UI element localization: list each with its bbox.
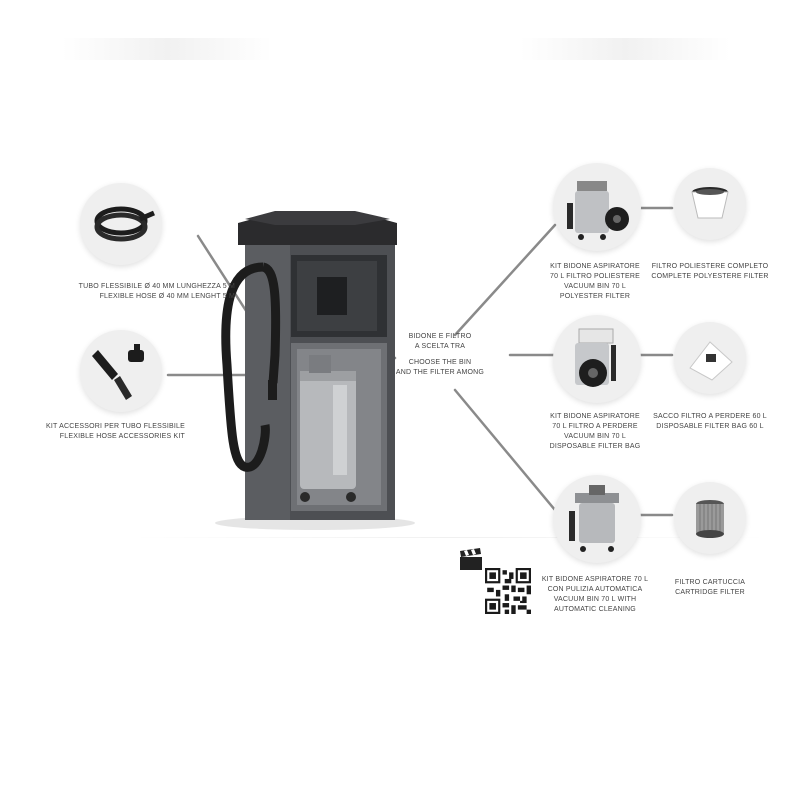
filter-bag-circle	[674, 322, 746, 394]
caption-choice-line2: A SCELTA TRA	[414, 343, 466, 350]
caption-bin-disposable-l4: DISPOSABLE FILTER BAG	[549, 443, 641, 450]
caption-bin-automatic-l4: AUTOMATIC CLEANING	[554, 606, 636, 613]
coiled-hose-icon	[94, 206, 155, 242]
caption-accessories: KIT ACCESSORI PER TUBO FLESSIBILE FLEXIB…	[15, 422, 185, 442]
caption-bin-automatic: KIT BIDONE ASPIRATORE 70 l CON PULIZIA A…	[515, 575, 675, 615]
caption-filter-polyester: FILTRO POLIESTERE COMPLETO COMPLETE POLY…	[645, 262, 775, 282]
hose-circle	[80, 183, 162, 265]
caption-bin-automatic-l1: KIT BIDONE ASPIRATORE 70 l	[541, 576, 649, 583]
caption-bin-polyester: KIT BIDONE ASPIRATORE 70 l FILTRO POLIES…	[525, 262, 665, 302]
caption-bin-polyester-l1: KIT BIDONE ASPIRATORE	[550, 263, 640, 270]
caption-filter-polyester-en: COMPLETE POLYESTERE FILTER	[651, 273, 769, 280]
caption-filter-cartridge: FILTRO CARTUCCIA CARTRIDGE FILTER	[655, 578, 765, 598]
connector-choice-top	[453, 223, 557, 337]
filter-polyester-circle	[674, 168, 746, 240]
caption-bin-disposable-l1: KIT BIDONE ASPIRATORE	[550, 413, 640, 420]
hose-accessories-icon	[92, 344, 144, 400]
caption-filter-polyester-it: FILTRO POLIESTERE COMPLETO	[651, 263, 769, 270]
caption-filter-cartridge-it: FILTRO CARTUCCIA	[674, 579, 746, 586]
caption-bin-polyester-l2: 70 l FILTRO POLIESTERE	[550, 273, 640, 280]
caption-hose-en: FLEXIBLE HOSE Ø 40 mm LENGHT 5 m	[99, 293, 235, 300]
floor-shadow	[130, 537, 770, 538]
caption-hose-it: TUBO FLESSIBILE Ø 40 mm LUNGHEZZA 5 m	[78, 283, 235, 290]
caption-filter-bag-en: DISPOSABLE FILTER BAG 60 l	[656, 423, 764, 430]
caption-bin-automatic-l3: VACUUM BIN 70 l WITH	[553, 596, 637, 603]
clapperboard-icon	[460, 548, 482, 570]
vacuum-bin-icon	[567, 181, 629, 240]
bin-disposable-circle	[553, 315, 641, 403]
caption-choice-line4: AND THE FILTER AMONG	[395, 369, 485, 376]
bin-polyester-circle	[553, 163, 641, 251]
accessories-circle	[80, 330, 162, 412]
caption-choice-line1: BIDONE E FILTRO	[408, 333, 472, 340]
caption-choice-line3: CHOOSE THE BIN	[408, 359, 472, 366]
caption-bin-disposable: KIT BIDONE ASPIRATORE 70 l FILTRO A PERD…	[525, 412, 665, 452]
connector-choice-bottom	[453, 388, 557, 512]
basket-filter-icon	[691, 187, 729, 219]
faint-header-right	[520, 38, 730, 60]
vacuum-station-cabinet	[215, 211, 415, 530]
caption-bin-polyester-l3: VACUUM BIN 70 l	[564, 283, 626, 290]
caption-accessories-en: FLEXIBLE HOSE ACCESSORIES KIT	[59, 433, 185, 440]
filter-bag-icon	[689, 341, 733, 381]
vacuum-bin-icon	[575, 328, 616, 387]
caption-choice: BIDONE E FILTRO A SCELTA TRA CHOOSE THE …	[385, 332, 495, 378]
caption-filter-cartridge-en: CARTRIDGE FILTER	[675, 589, 745, 596]
caption-bin-automatic-l2: CON PULIZIA AUTOMATICA	[547, 586, 643, 593]
vacuum-bin-icon	[569, 485, 619, 552]
caption-bin-disposable-l2: 70 l FILTRO A PERDERE	[552, 423, 638, 430]
caption-filter-bag: SACCO FILTRO A PERDERE 60 l DISPOSABLE F…	[645, 412, 775, 432]
faint-header-left	[62, 38, 272, 60]
filter-cartridge-circle	[674, 482, 746, 554]
qr-code-icon	[485, 568, 531, 614]
caption-filter-bag-it: SACCO FILTRO A PERDERE 60 l	[653, 413, 767, 420]
caption-accessories-it: KIT ACCESSORI PER TUBO FLESSIBILE	[46, 423, 185, 430]
bin-automatic-circle	[553, 475, 641, 563]
caption-bin-disposable-l3: VACUUM BIN 70 l	[564, 433, 626, 440]
caption-hose: TUBO FLESSIBILE Ø 40 mm LUNGHEZZA 5 m FL…	[35, 282, 235, 302]
cartridge-filter-icon	[696, 500, 724, 538]
caption-bin-polyester-l4: POLYESTER FILTER	[559, 293, 631, 300]
